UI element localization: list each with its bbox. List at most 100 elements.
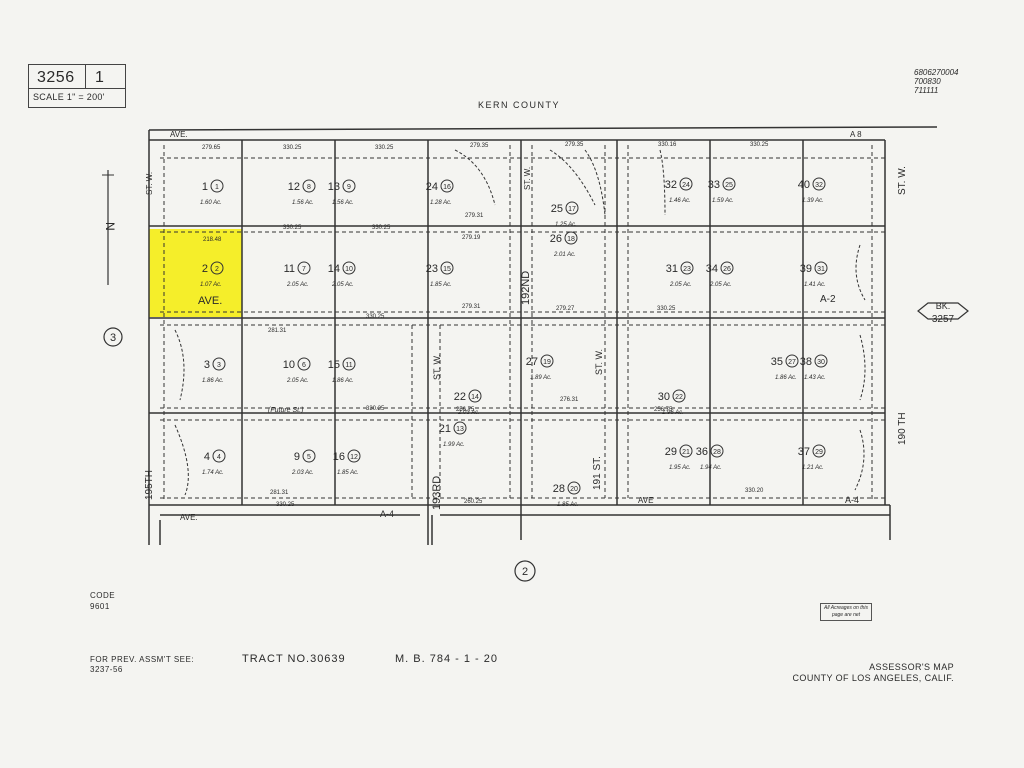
parcel-lot-number: 27: [526, 356, 538, 368]
parcel-id-circle: [814, 354, 828, 368]
parcel-id-circle: [468, 389, 482, 403]
ref-line-1: 6806270004: [914, 68, 959, 77]
dimensions: 330.25 330.25 279.35 330.16 279.35 330.2…: [202, 142, 769, 508]
parcel-id-circle: [679, 177, 693, 191]
parcel-id-circle: [679, 444, 693, 458]
map-ref-bottom: 2: [522, 566, 528, 578]
parcel-acreage: 2.05 Ac.: [286, 282, 309, 288]
parcel-lot-number: 13: [328, 181, 340, 193]
parcel-lot-number: 2: [202, 263, 208, 275]
parcel-acreage: 1.59 Ac.: [712, 198, 734, 204]
parcel-id-circle: [212, 357, 226, 371]
parcel-id-circle: [540, 354, 554, 368]
parcel-acreage: 1.85 Ac.: [430, 282, 452, 288]
street-st-w-193: ST. W.: [432, 354, 442, 380]
parcel-acreage: 1.74 Ac.: [202, 470, 224, 476]
parcel-id-number: 16: [443, 184, 451, 191]
dim: 330.16: [658, 142, 677, 148]
parcel-lot-number: 35: [771, 356, 783, 368]
parcel-lot-number: 36: [696, 446, 708, 458]
dim: 279.31: [462, 304, 481, 310]
parcel-lot-number: 26: [550, 233, 562, 245]
zone-a2: A-2: [820, 294, 836, 305]
parcel-lot-number: 16: [333, 451, 345, 463]
parcel-id-number: 19: [543, 359, 551, 366]
parcel-id-circle: [210, 179, 224, 193]
book-ref-line1: BK.: [936, 301, 951, 311]
parcel-acreage: 1.39 Ac.: [802, 198, 824, 204]
parcel-id-number: 7: [302, 266, 306, 273]
parcel-id-number: 13: [456, 426, 464, 433]
parcel-id-circle: [710, 444, 724, 458]
page-number: 1: [95, 69, 104, 86]
parcel-lot-number: 39: [800, 263, 812, 275]
dim: 279.31: [465, 213, 484, 219]
dim: 330.25: [750, 142, 769, 148]
ref-line-3: 711111: [914, 86, 939, 95]
parcel-acreage: 1.41 Ac.: [804, 282, 826, 288]
parcel-lot-number: 28: [553, 483, 565, 495]
parcel-lot-number: 37: [798, 446, 810, 458]
map-ref-left: 3: [110, 332, 116, 344]
parcel-id-number: 29: [815, 449, 823, 456]
street-191st: 191 ST.: [592, 456, 603, 490]
parcel-id-number: 3: [217, 362, 221, 369]
parcel-lot-number: 34: [706, 263, 718, 275]
parcel-acreage: 1.25 Ac.: [555, 222, 577, 228]
map-ref-circle-left: [103, 327, 123, 347]
curves: [174, 149, 866, 496]
parcel-acreage: 1.07 Ac.: [200, 282, 222, 288]
map-grid: [148, 126, 938, 545]
dim: 279.27: [556, 306, 575, 312]
parcel-lot-number: 10: [283, 359, 295, 371]
prev-assessment: FOR PREV. ASSM'T SEE: 3237-56: [90, 655, 194, 675]
parcel-lot-number: 22: [454, 391, 466, 403]
box-divider: [85, 65, 86, 88]
parcel-id-number: 25: [725, 182, 733, 189]
parcel-lot-number: 29: [665, 446, 677, 458]
dim: 279.35: [470, 143, 489, 149]
parcel: 16 12 1.85 Ac.: [333, 449, 361, 476]
street-ave-top: AVE.: [170, 130, 188, 139]
parcel-id-number: 6: [302, 362, 306, 369]
parcel-id-circle: [297, 357, 311, 371]
parcel-id-circle: [453, 421, 467, 435]
assessor-county: COUNTY OF LOS ANGELES, CALIF.: [792, 673, 954, 683]
parcel-id-circle: [210, 261, 224, 275]
street-195th: 195TH: [144, 470, 155, 500]
box-rule: [29, 88, 125, 89]
parcel-acreage: 1.46 Ac.: [669, 198, 691, 204]
code-value: 9601: [90, 602, 110, 611]
parcel-id-number: 31: [817, 266, 825, 273]
parcel-id-circle: [680, 261, 694, 275]
dim: 279.65: [202, 145, 221, 151]
dim: 330.25: [366, 406, 385, 412]
dim: 330.25: [283, 225, 302, 231]
highlighted-parcel: [149, 229, 242, 317]
parcel-id-circle: [342, 179, 356, 193]
dim: 256.75: [654, 407, 673, 413]
parcel-acreage: 1.85 Ac.: [337, 470, 359, 476]
parcel-id-number: 18: [567, 236, 575, 243]
parcel-acreage: 1.94 Ac.: [700, 465, 722, 471]
parcel-id-number: 12: [350, 454, 358, 461]
future-street-label: (Future St.): [268, 407, 303, 414]
parcel-lot-number: 1: [202, 181, 208, 193]
north-arrow: N: [102, 170, 117, 285]
parcel-acreage: 1.86 Ac.: [202, 378, 224, 384]
dim: 256.75: [456, 407, 475, 413]
